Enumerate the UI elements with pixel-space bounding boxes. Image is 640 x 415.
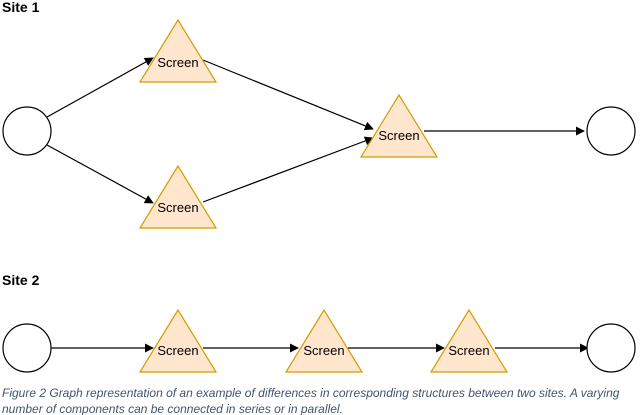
site-2-screen-3: Screen <box>429 308 509 373</box>
site-1-edge-start-screen-1 <box>46 57 154 118</box>
site-1-screen-1-label: Screen <box>157 55 198 70</box>
site-1-edge-start-screen-2 <box>46 144 154 204</box>
site-1-screen-3: Screen <box>359 93 439 158</box>
site-2-screen-2: Screen <box>284 308 364 373</box>
site-2-screen-3-label: Screen <box>448 343 489 358</box>
site-2-group: Site 2 Screen Screen Screen <box>2 272 636 373</box>
site-2-screen-1-label: Screen <box>157 343 198 358</box>
site-1-end-node <box>586 106 636 156</box>
site-1-screen-3-label: Screen <box>378 128 419 143</box>
site-1-edge-screen-1-screen-3 <box>202 59 374 131</box>
site-1-label: Site 1 <box>2 0 40 15</box>
site-1-screen-1: Screen <box>138 18 218 83</box>
site-2-screen-1: Screen <box>138 308 218 373</box>
site-1-start-node <box>2 106 52 156</box>
site-2-end-node <box>586 323 636 373</box>
site-1-screen-2-label: Screen <box>157 200 198 215</box>
site-1-edge-screen-2-screen-3 <box>202 136 374 203</box>
site-2-label: Site 2 <box>2 272 40 288</box>
figure-caption: Figure 2 Graph representation of an exam… <box>2 386 620 415</box>
site-1-group: Site 1 Screen Screen Screen <box>2 0 636 229</box>
site-1-screen-2: Screen <box>138 164 218 229</box>
site-2-screen-2-label: Screen <box>303 343 344 358</box>
site-2-start-node <box>2 323 52 373</box>
